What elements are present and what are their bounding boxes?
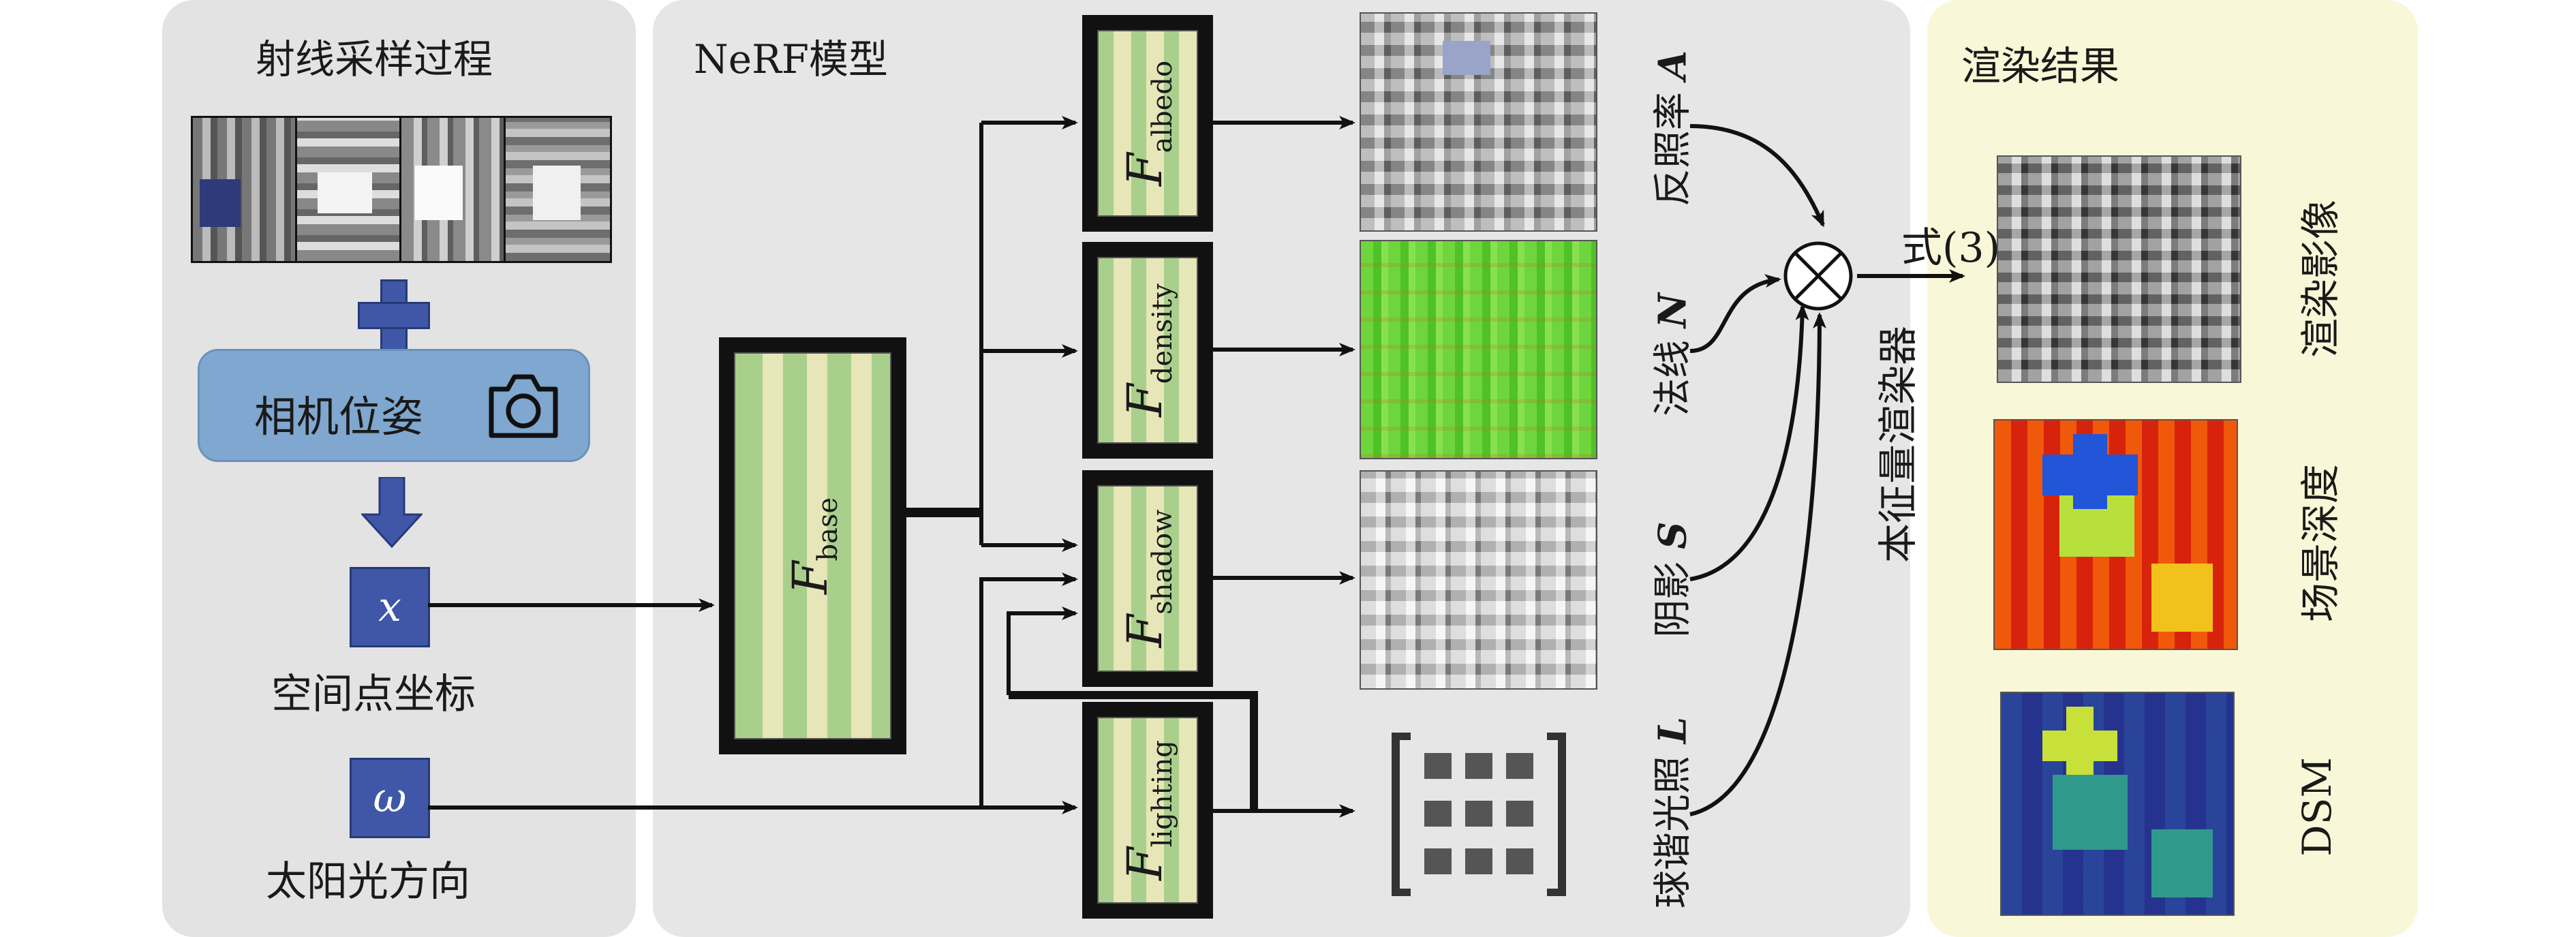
- render-title: 渲染结果: [1961, 43, 2120, 89]
- normal-map: [1360, 240, 1597, 459]
- ray-sample-image: [297, 118, 401, 261]
- plus-icon: [358, 279, 430, 352]
- f-lighting-network: Flighting: [1082, 702, 1213, 919]
- sampling-title: 射线采样过程: [256, 36, 493, 82]
- x-coordinate-label: 空间点坐标: [271, 671, 476, 718]
- dsm-map: [2000, 692, 2235, 916]
- ray-sample-image: [506, 118, 610, 261]
- f-shadow-network: Fshadow: [1082, 470, 1213, 687]
- sun-direction-box: ω: [350, 758, 430, 838]
- ray-sample-image: [401, 118, 506, 261]
- shadow-map: [1360, 470, 1597, 690]
- rendered-image: [1997, 155, 2241, 383]
- scene-depth-map: [1993, 419, 2238, 650]
- ray-sample-strip: [191, 116, 612, 263]
- ray-sample-image: [193, 118, 297, 261]
- f-albedo-network: Falbedo: [1082, 15, 1213, 232]
- camera-pose-box: 相机位姿: [198, 349, 590, 462]
- camera-icon: [489, 374, 558, 438]
- equation-label: 式(3): [1901, 224, 2000, 272]
- sh-lighting-matrix: [1390, 732, 1567, 897]
- multiply-operator-icon: [1783, 241, 1853, 311]
- sun-direction-label: 太阳光方向: [266, 858, 470, 906]
- camera-pose-label: 相机位姿: [254, 392, 424, 442]
- down-arrow-icon: [361, 477, 423, 549]
- f-density-network: Fdensity: [1082, 242, 1213, 459]
- nerf-title: NeRF模型: [694, 36, 888, 82]
- f-base-network: Fbase: [719, 337, 906, 754]
- albedo-map: [1360, 12, 1597, 232]
